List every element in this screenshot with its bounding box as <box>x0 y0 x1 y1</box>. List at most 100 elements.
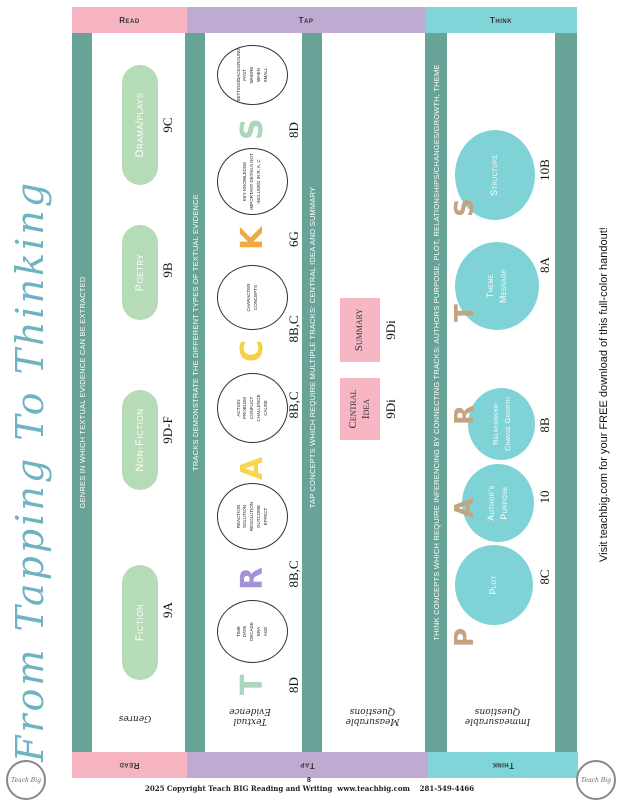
circle-line: Resolution <box>249 501 255 532</box>
genres-strip-text: Genres in which textual evidence can be … <box>77 276 87 509</box>
logo-text: Teach Big <box>581 776 611 784</box>
parts-letter-r: R <box>450 404 480 425</box>
copyright: 2025 Copyright Teach BIG Reading and Wri… <box>145 784 475 793</box>
track-code: 8B,C <box>286 560 301 588</box>
parts-code: 8A <box>537 257 552 273</box>
hand-label-tap: Measurable Questions <box>345 705 400 726</box>
circle-line: Cause <box>262 400 268 416</box>
track-letter-s: S <box>235 118 270 140</box>
genre-code: 9C <box>160 117 175 133</box>
circle-line: Time <box>235 626 241 637</box>
parts-label: Plot <box>488 575 499 595</box>
header-think: Think <box>425 7 577 33</box>
tap-strip: Tap concepts which require multiple trac… <box>302 33 322 752</box>
parts-circle-plot: Plot <box>455 545 533 625</box>
page-number: 8 <box>307 777 311 784</box>
parts-label: Structure <box>489 154 500 196</box>
track-code: 8D <box>286 677 301 693</box>
circle-line: Conflict <box>249 396 255 420</box>
genre-label: Poetry <box>134 253 146 292</box>
parts-code: 10 <box>537 490 552 504</box>
genre-pill-fiction: Fiction <box>122 565 158 680</box>
track-circle-k: Key knowledgeimportant details notinclud… <box>217 148 288 215</box>
hand-label-think: Immeasurable Questions <box>464 705 531 726</box>
header-tap-label: Tap <box>298 15 314 25</box>
circle-line: Where <box>249 66 255 84</box>
footer-tap-label: Tap <box>300 760 315 770</box>
parts-label: Relationship Change Growth <box>491 397 512 451</box>
circle-line: important details not <box>249 153 255 210</box>
track-circle-r: ReactionSolutionResolutionOutcomeEffect <box>217 483 288 550</box>
parts-label: Author's Purpose <box>485 485 510 521</box>
track-code: 6G <box>286 231 301 247</box>
summary-box: Summary <box>340 298 380 362</box>
genre-code: 9B <box>160 262 175 278</box>
track-code: 8B,C <box>286 391 301 419</box>
footer-think-label: Think <box>491 760 515 770</box>
circle-line: Action <box>235 399 241 417</box>
track-circle-t: TimeDateDecadeEraAge <box>217 600 288 663</box>
header-read-label: Read <box>119 15 140 25</box>
footer-read: Read <box>72 752 187 778</box>
track-letter-c: C <box>235 339 270 362</box>
circle-line: Problem <box>242 397 248 420</box>
right-strip <box>555 33 577 752</box>
genre-label: Non-Fiction <box>134 408 146 472</box>
tap-code: 9Di <box>383 399 398 419</box>
circle-line: Date <box>242 625 248 638</box>
circle-line: Solution <box>242 505 248 529</box>
circle-line: Concepts <box>252 285 258 311</box>
circle-line: Reaction <box>235 504 241 529</box>
genre-pill-drama: Drama/plays <box>122 65 158 185</box>
circle-line: Character <box>245 283 251 312</box>
parts-code: 8C <box>537 569 552 585</box>
track-circle-c: CharacterConcepts <box>217 265 288 330</box>
tap-strip-text: Tap concepts which require multiple trac… <box>307 186 317 509</box>
circle-line: Outcome <box>255 505 261 528</box>
teach-big-logo-left: Teach Big <box>6 760 46 800</box>
genre-code: 9A <box>160 602 175 618</box>
track-letter-k: K <box>235 226 270 250</box>
header-think-label: Think <box>489 15 513 25</box>
track-letter-t: T <box>235 674 270 695</box>
box-label: Summary <box>353 308 366 352</box>
parts-letter-a: A <box>450 497 480 518</box>
parts-letter-s: S <box>450 198 480 217</box>
think-strip-text: Think concepts which require inferencing… <box>431 64 441 641</box>
genre-label: Drama/plays <box>134 92 146 158</box>
footer-tap: Tap <box>187 752 428 778</box>
circle-line: Past <box>242 69 248 81</box>
hand-label-tracks: Textual Evidence <box>229 705 271 726</box>
circle-line: Small <box>262 67 268 83</box>
circle-line: Era <box>255 626 261 637</box>
central-idea-box: Central Idea <box>340 378 380 440</box>
genres-strip: Genres in which textual evidence can be … <box>72 33 92 752</box>
track-letter-r: R <box>235 566 270 590</box>
genre-pill-nonfiction: Non-Fiction <box>122 390 158 490</box>
circle-line: Setting/Background <box>235 48 241 102</box>
track-circle-a: ActionProblemConflictChallengeCause <box>217 373 288 443</box>
circle-line: Key knowledge <box>242 161 248 202</box>
circle-line: Decade <box>249 622 255 641</box>
teach-big-logo-right: Teach Big <box>576 760 616 800</box>
logo-text: Teach Big <box>11 776 41 784</box>
track-circle-s: Setting/BackgroundPastWhereWhenSmall <box>217 45 288 105</box>
parts-letter-t: T <box>450 304 480 322</box>
circle-line: When <box>255 68 261 82</box>
visit-note: Visit teachbig.com for your FREE downloa… <box>598 227 610 562</box>
tap-code: 9Di <box>383 320 398 340</box>
circle-line: Effect <box>262 507 268 526</box>
track-code: 8D <box>286 122 301 138</box>
footer-read-label: Read <box>119 760 140 770</box>
think-strip: Think concepts which require inferencing… <box>425 33 447 752</box>
page-title: From Tapping To Thinking <box>8 179 52 762</box>
circle-line: Age <box>262 626 268 637</box>
header-read: Read <box>72 7 187 33</box>
tracks-strip: Tracks demonstrate the different types o… <box>185 33 205 752</box>
circle-line: Challenge <box>255 394 261 422</box>
parts-code: 8B <box>537 417 552 433</box>
header-tap: Tap <box>187 7 425 33</box>
parts-label: Theme Message <box>484 268 509 304</box>
genre-pill-poetry: Poetry <box>122 225 158 320</box>
circle-line: included in R, A, C <box>255 159 261 204</box>
